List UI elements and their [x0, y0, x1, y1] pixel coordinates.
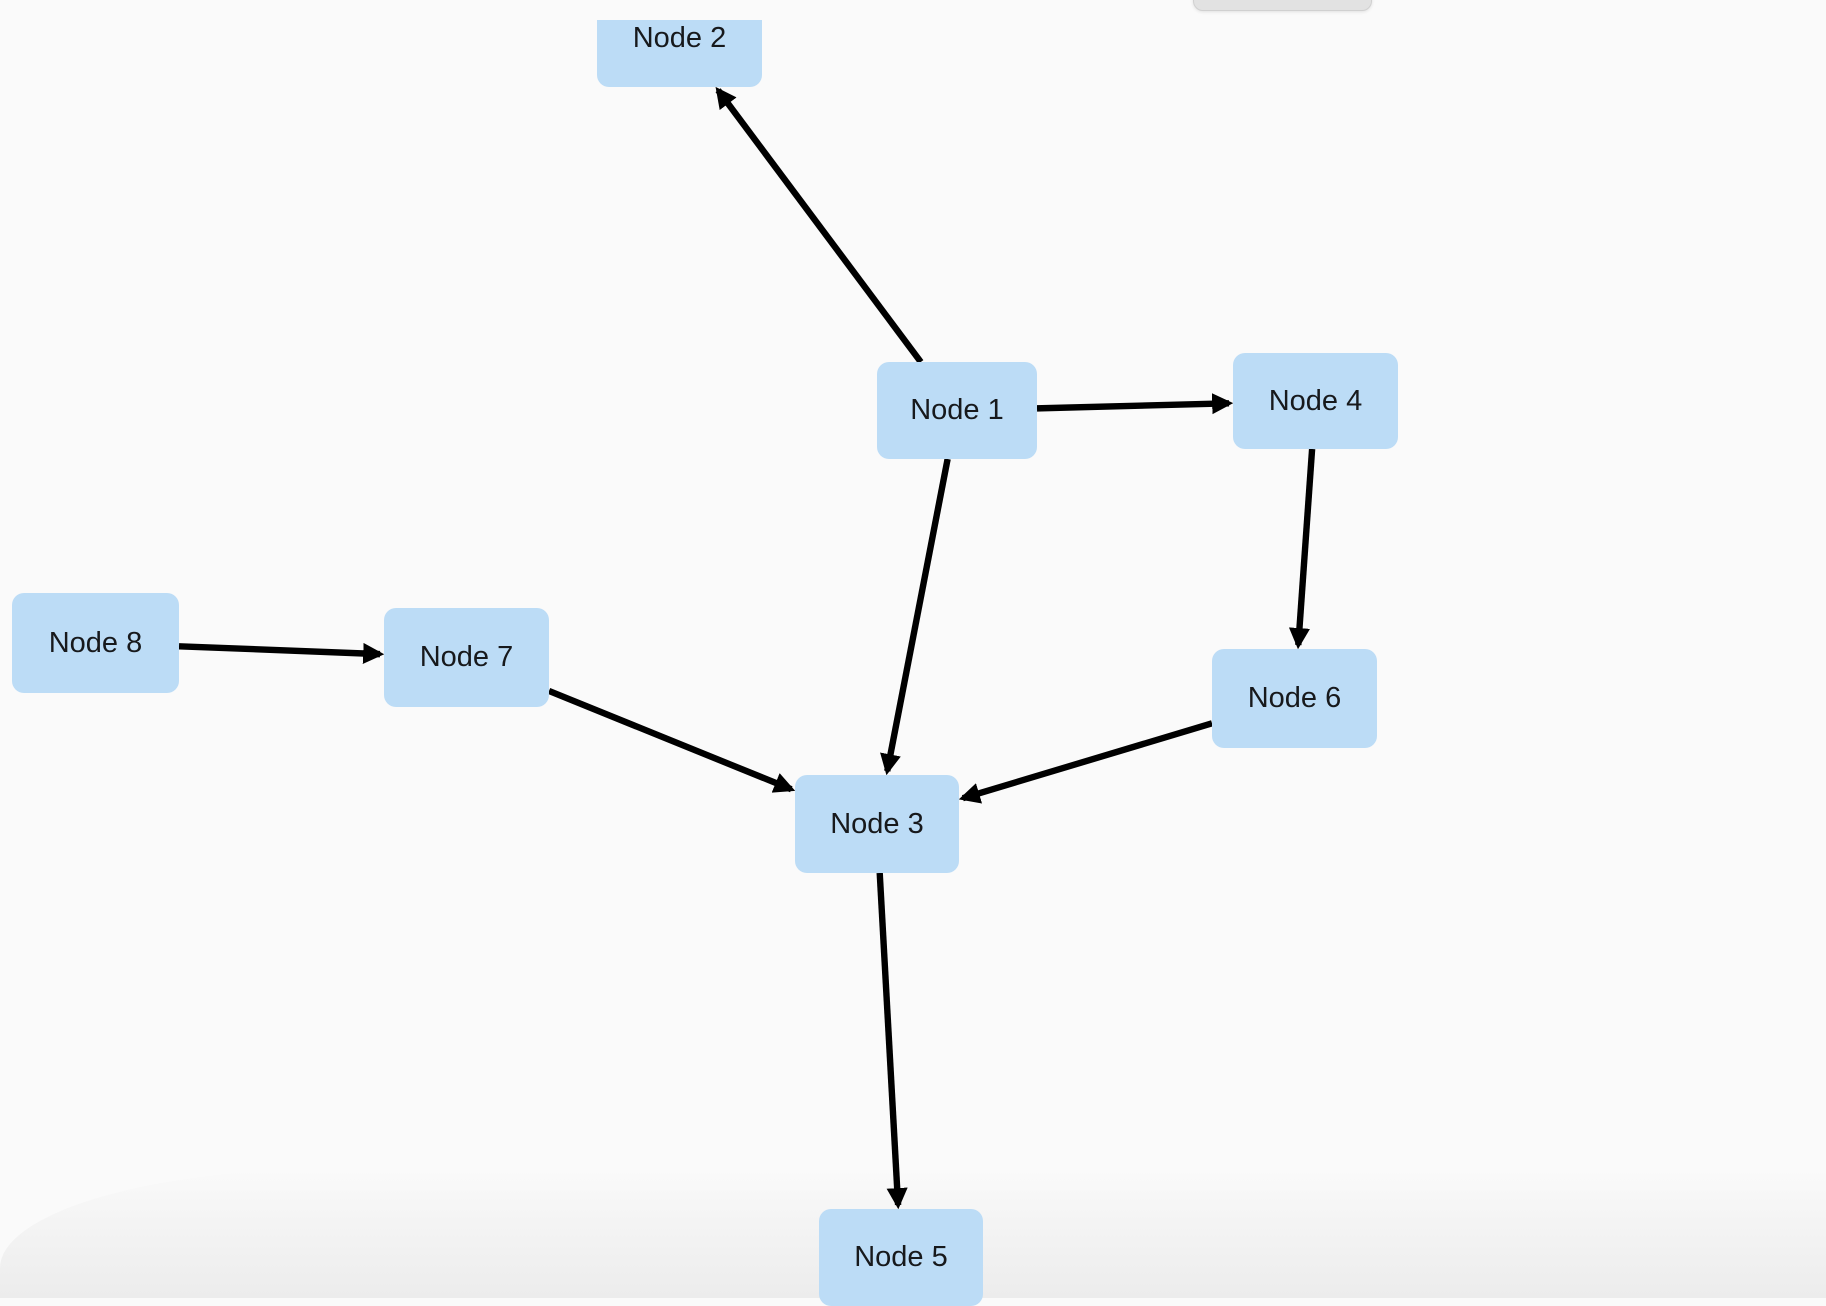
node-label: Node 4 [1268, 384, 1363, 417]
node-label: Node 7 [419, 641, 514, 673]
graph-edge-3-5[interactable] [876, 872, 908, 1210]
graph-node-7[interactable]: Node 7 [384, 608, 549, 707]
node-label: Node 8 [48, 626, 143, 659]
node-label: Node 6 [1247, 682, 1342, 714]
graph-edge-8-7[interactable] [178, 642, 385, 665]
node-label: Node 3 [830, 807, 924, 840]
graph-edge-1-3[interactable] [880, 458, 951, 776]
graph-edge-4-6[interactable] [1288, 448, 1316, 650]
node-label: Node 2 [632, 22, 727, 54]
toolbar-button[interactable] [1193, 0, 1372, 11]
graph-node-4[interactable]: Node 4 [1233, 353, 1398, 449]
graph-node-5[interactable]: Node 5 [819, 1209, 983, 1306]
graph-edge-1-2[interactable] [715, 86, 924, 364]
graph-node-1[interactable]: Node 1 [877, 362, 1037, 459]
top-toolbar [0, 0, 1826, 20]
graph-node-8[interactable]: Node 8 [12, 593, 179, 693]
node-label: Node 5 [854, 1241, 948, 1273]
graph-edge-6-3[interactable] [958, 720, 1213, 804]
graph-node-3[interactable]: Node 3 [795, 775, 959, 873]
graph-edge-7-3[interactable] [547, 687, 796, 793]
graph-node-6[interactable]: Node 6 [1212, 649, 1377, 748]
graph-edge-1-4[interactable] [1036, 393, 1234, 415]
node-label: Node 1 [910, 394, 1004, 426]
